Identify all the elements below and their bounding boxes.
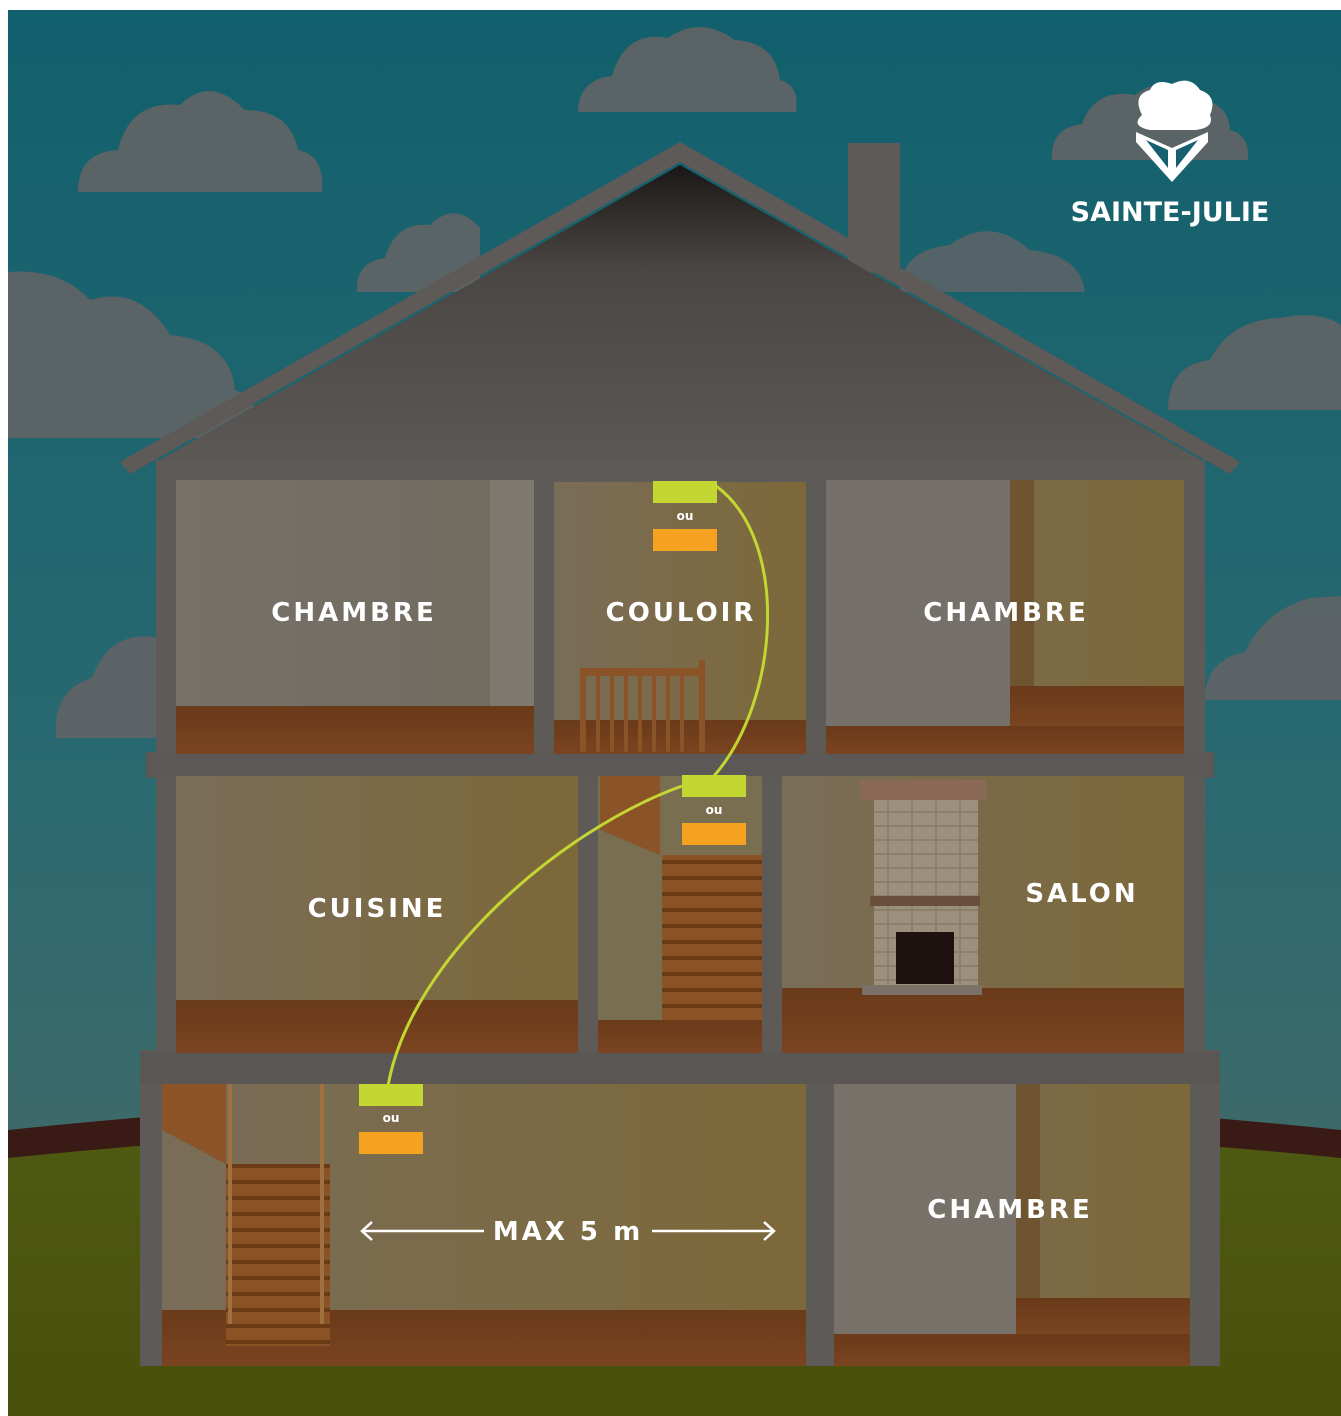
floor-band-1 (146, 752, 1214, 778)
room-label-top-middle: COULOIR (606, 598, 757, 628)
room-middle-stairs (598, 776, 762, 1053)
brand-name: SAINTE-JULIE (1062, 197, 1278, 228)
smoke-detector-middle (682, 775, 746, 797)
smoke-detector-basement (359, 1084, 423, 1106)
co-detector-top (653, 529, 717, 551)
smoke-detector-top (653, 481, 717, 503)
fireplace (860, 780, 986, 995)
co-detector-middle (682, 823, 746, 845)
max-distance-label: MAX 5 m (493, 1217, 643, 1247)
co-detector-basement (359, 1132, 423, 1154)
floor-band-2 (140, 1052, 1220, 1084)
room-label-bottom-right: CHAMBRE (927, 1195, 1092, 1225)
room-basement-right (834, 1084, 1190, 1366)
room-label-middle-left: CUISINE (308, 894, 447, 924)
detector-or-label-middle: ou (682, 803, 746, 817)
detector-or-label-top: ou (653, 509, 717, 523)
room-label-middle-right: SALON (1025, 879, 1138, 909)
room-label-top-right: CHAMBRE (923, 598, 1088, 628)
detector-or-label-basement: ou (359, 1111, 423, 1125)
room-middle-right (782, 776, 1184, 1053)
room-basement-left (162, 1084, 806, 1366)
room-label-top-left: CHAMBRE (271, 598, 436, 628)
